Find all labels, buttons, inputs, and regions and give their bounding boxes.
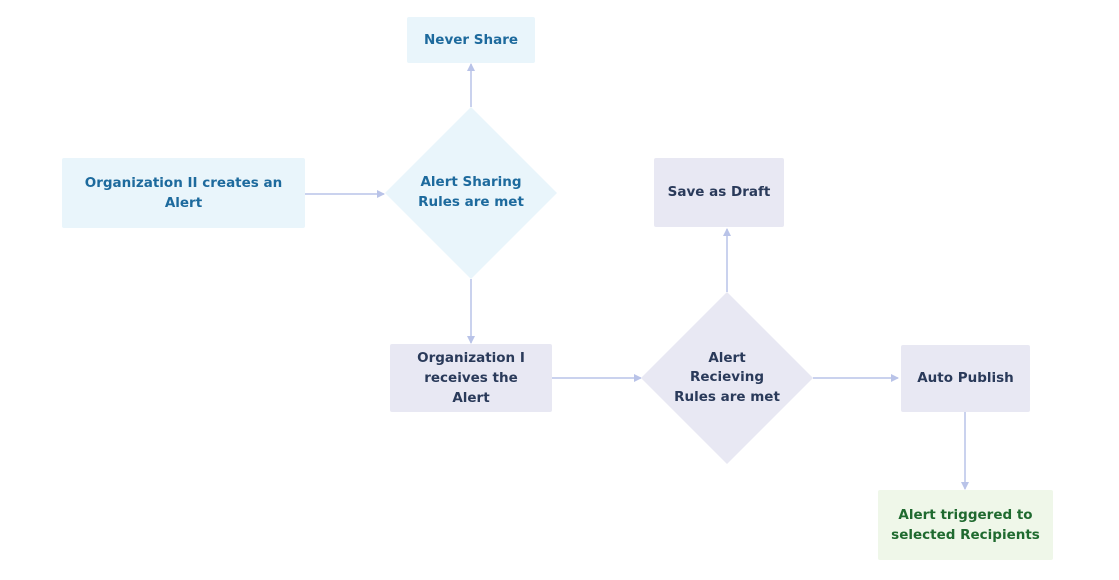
alert-triggered-box: Alert triggered to selected Recipients <box>878 490 1053 560</box>
org-ii-creates-alert-box: Organization II creates an Alert <box>62 158 305 228</box>
auto-publish-label: Auto Publish <box>917 370 1014 387</box>
save-as-draft-box: Save as Draft <box>654 158 784 227</box>
auto-publish-box: Auto Publish <box>901 345 1030 412</box>
never-share-label: Never Share <box>423 31 519 48</box>
save-as-draft-label: Save as Draft <box>667 184 771 201</box>
decision-diamond-shape <box>641 292 813 464</box>
alert-receiving-rules-decision: Alert Recieving Rules are met <box>641 292 813 464</box>
org-i-receives-alert-label: Organization I receives the Alert <box>417 349 525 407</box>
alert-sharing-rules-label: Alert Sharing Rules are met <box>418 174 524 210</box>
org-i-receives-alert-box: Organization I receives the Alert <box>390 344 552 412</box>
org-ii-creates-alert-label: Organization II creates an Alert <box>84 174 283 211</box>
alert-receiving-rules-label: Alert Recieving Rules are met <box>674 349 780 405</box>
never-share-box: Never Share <box>407 17 535 63</box>
decision-diamond-shape <box>385 107 557 279</box>
alert-sharing-rules-decision: Alert Sharing Rules are met <box>385 107 557 279</box>
alert-triggered-label: Alert triggered to selected Recipients <box>891 506 1040 543</box>
